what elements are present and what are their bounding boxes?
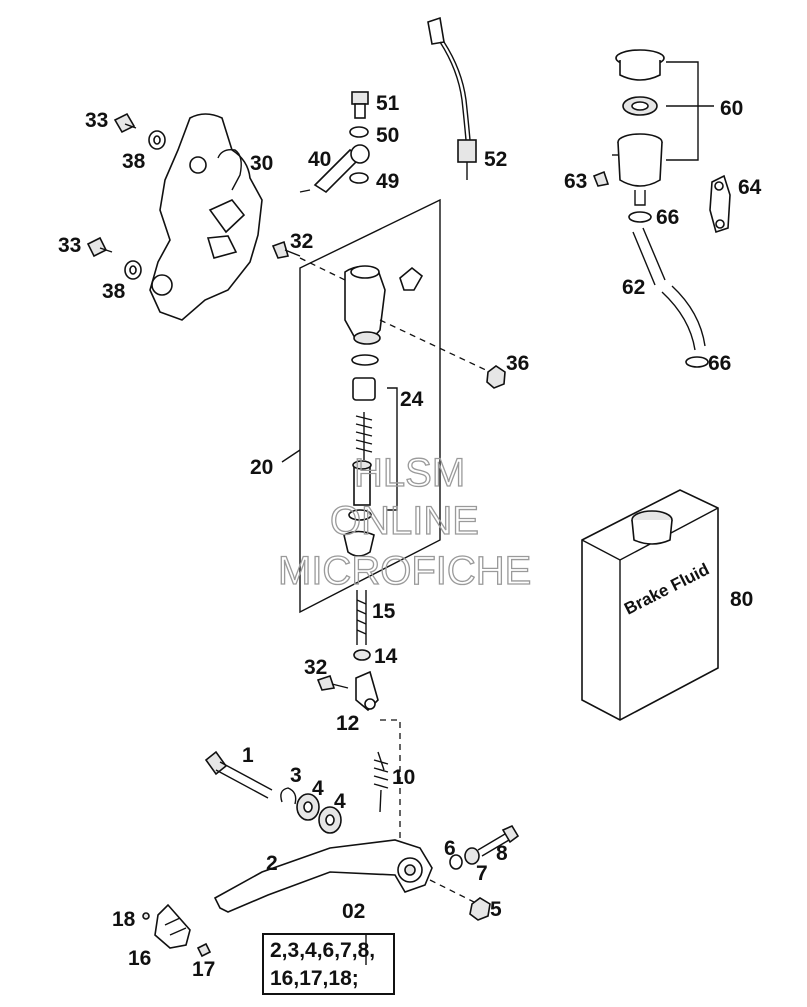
- assembly-line: [379, 319, 491, 373]
- watermark: HLSM ONLINE MICROFICHE: [277, 450, 532, 593]
- bearing-part[interactable]: [318, 806, 342, 834]
- callout-32: 32: [290, 230, 313, 253]
- caliper-guard-part[interactable]: [149, 113, 263, 321]
- callout-10: 10: [392, 766, 415, 789]
- callout-16: 16: [128, 947, 151, 970]
- piston-rod-part[interactable]: [352, 460, 372, 506]
- screw-part[interactable]: [271, 240, 301, 259]
- kit-contents-line: 16,17,18;: [270, 967, 359, 990]
- pin-part[interactable]: [142, 912, 150, 920]
- foot-peg-part[interactable]: [154, 903, 191, 949]
- callout-2: 2: [266, 852, 278, 875]
- callout-3: 3: [290, 764, 302, 787]
- nut-part[interactable]: [353, 649, 371, 661]
- washer-part[interactable]: [449, 854, 463, 870]
- callout-38: 38: [122, 150, 146, 173]
- callout-64: 64: [738, 176, 762, 199]
- sealing-ring-part[interactable]: [349, 172, 369, 184]
- piston-part[interactable]: [352, 377, 376, 401]
- watermark-line: MICROFICHE: [278, 549, 531, 593]
- return-spring-part[interactable]: [373, 751, 389, 813]
- reservoir-cap-part[interactable]: [615, 49, 665, 81]
- callout-4: 4: [334, 790, 346, 813]
- callout-30: 30: [250, 152, 273, 175]
- bearing-part[interactable]: [296, 793, 320, 821]
- screw-part[interactable]: [592, 170, 610, 187]
- callout-36: 36: [506, 352, 529, 375]
- callout-80: 80: [730, 588, 753, 611]
- nut-part[interactable]: [469, 897, 491, 921]
- assembly-line: [299, 257, 346, 281]
- kit-frame: [299, 198, 441, 614]
- callout-1: 1: [242, 744, 254, 767]
- callout-63: 63: [564, 170, 587, 193]
- kit-contents-line: 2,3,4,6,7,8,: [270, 939, 376, 962]
- pivot-bolt-part[interactable]: [204, 750, 273, 799]
- brake-hose-part[interactable]: [632, 227, 706, 351]
- callout-40: 40: [308, 148, 331, 171]
- callout-5: 5: [490, 898, 502, 921]
- brake-fluid-container-part[interactable]: Brake Fluid: [581, 489, 719, 721]
- assembly-line: [380, 719, 401, 845]
- reservoir-body-part[interactable]: [612, 133, 663, 206]
- screw-part[interactable]: [113, 112, 137, 134]
- push-rod-part[interactable]: [356, 590, 367, 645]
- washer-part[interactable]: [148, 130, 166, 150]
- callout-4: 4: [312, 777, 324, 800]
- callout-6: 6: [444, 837, 456, 860]
- dust-boot-part[interactable]: [343, 509, 375, 557]
- nut-part[interactable]: [486, 365, 506, 389]
- brake-pedal-part[interactable]: [213, 839, 433, 913]
- callout-50: 50: [376, 124, 399, 147]
- callout-33: 33: [85, 109, 108, 132]
- callout-33: 33: [58, 234, 81, 257]
- hose-clamp-part[interactable]: [685, 356, 709, 368]
- reservoir-bracket-part[interactable]: [709, 174, 731, 234]
- sealing-ring-part[interactable]: [349, 126, 369, 138]
- nut-part[interactable]: [464, 847, 480, 865]
- callout-24: 24: [400, 388, 424, 411]
- screw-part[interactable]: [86, 236, 113, 258]
- callout-8: 8: [496, 842, 508, 865]
- callout-7: 7: [476, 862, 488, 885]
- banjo-fitting-part[interactable]: [299, 144, 370, 194]
- edge-line: [807, 0, 810, 1007]
- callout-60: 60: [720, 97, 743, 120]
- kit-number: 02: [342, 900, 365, 923]
- callout-20: 20: [250, 456, 273, 479]
- kit-contents-box: 2,3,4,6,7,8, 16,17,18;: [262, 933, 395, 995]
- callout-17: 17: [192, 958, 215, 981]
- callout-49: 49: [376, 170, 399, 193]
- bolt-part[interactable]: [477, 824, 520, 857]
- o-ring-part[interactable]: [351, 354, 379, 366]
- callout-32: 32: [304, 656, 327, 679]
- screw-part[interactable]: [316, 674, 349, 691]
- reservoir-diaphragm-part[interactable]: [622, 96, 658, 116]
- washer-part[interactable]: [124, 260, 142, 280]
- master-cylinder-part[interactable]: [344, 265, 386, 345]
- watermark-line: HLSM: [354, 451, 465, 495]
- callout-52: 52: [484, 148, 507, 171]
- callout-62: 62: [622, 276, 645, 299]
- callout-12: 12: [336, 712, 359, 735]
- watermark-line: ONLINE: [330, 499, 479, 543]
- callout-66: 66: [656, 206, 679, 229]
- callout-66: 66: [708, 352, 731, 375]
- spring-part[interactable]: [355, 412, 373, 460]
- hose-clamp-part[interactable]: [628, 211, 652, 223]
- elbow-fitting-part[interactable]: [399, 266, 424, 291]
- clevis-part[interactable]: [355, 670, 379, 712]
- banjo-bolt-part[interactable]: [351, 91, 369, 119]
- callout-51: 51: [376, 92, 400, 115]
- brake-light-switch-part[interactable]: [427, 16, 477, 180]
- callout-18: 18: [112, 908, 136, 931]
- callout-15: 15: [372, 600, 396, 623]
- callout-14: 14: [374, 645, 398, 668]
- assembly-line: [429, 879, 481, 906]
- screw-part[interactable]: [196, 942, 212, 958]
- callout-38: 38: [102, 280, 126, 303]
- circlip-part[interactable]: [280, 787, 297, 805]
